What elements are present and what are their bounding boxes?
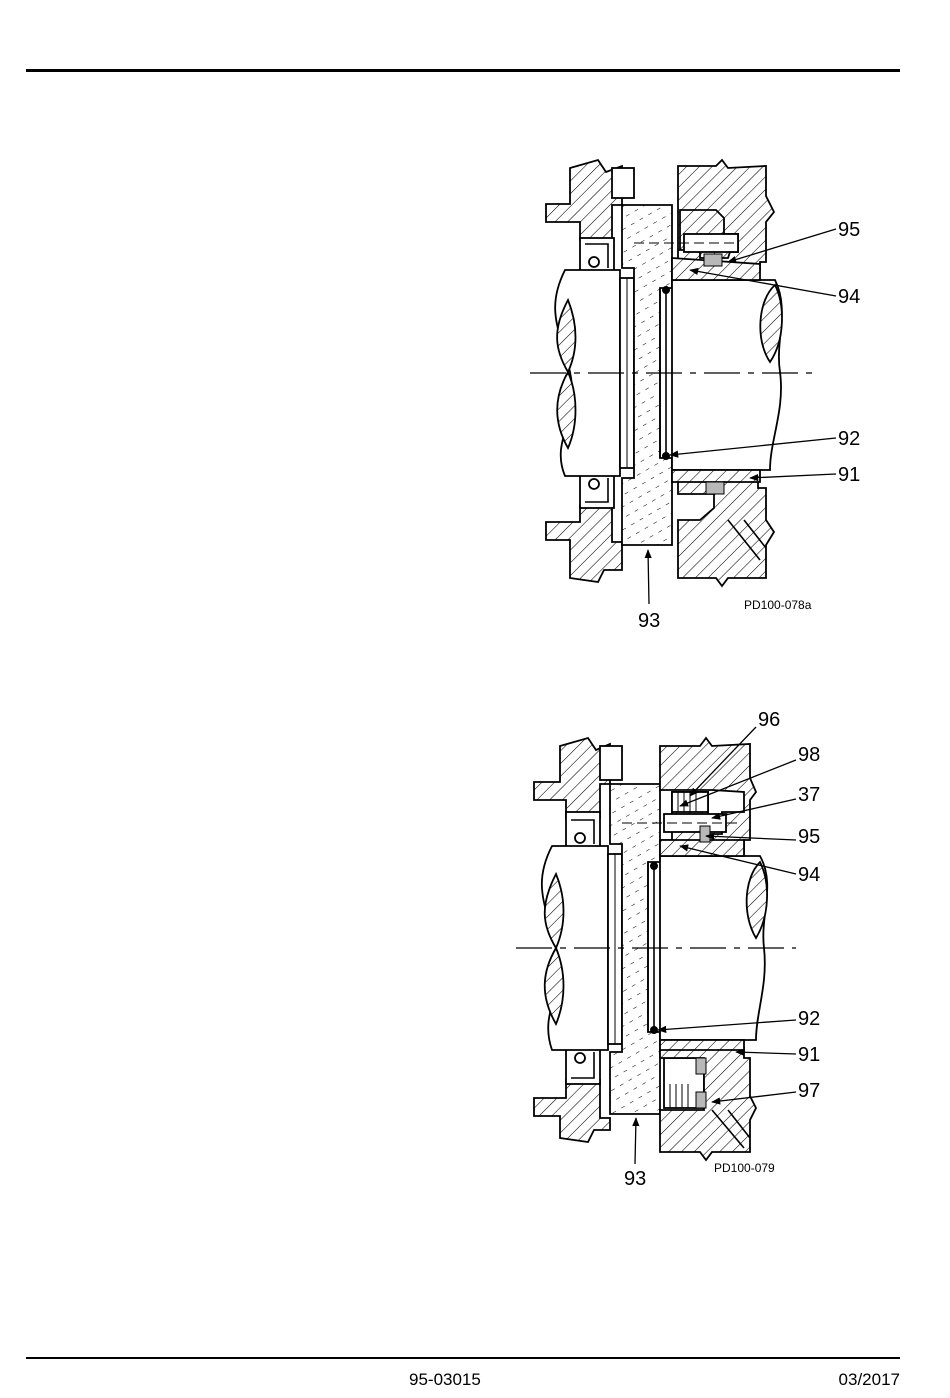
pin-bottom-1: [696, 1058, 706, 1074]
pin-95-bottom: [706, 482, 724, 494]
pin-95: [700, 826, 710, 842]
pin-bottom-2: [696, 1092, 706, 1108]
seal-assembly-diagram-1: 95 94 92 91 93 PD100-078a: [0, 150, 950, 650]
label-95: 95: [798, 826, 820, 848]
left-housing-bottom: [534, 1080, 610, 1142]
document-number: 95-03015: [409, 1370, 481, 1390]
figure-code: PD100-078a: [744, 598, 812, 612]
label-91: 91: [798, 1044, 820, 1066]
label-94: 94: [838, 286, 860, 308]
header-rule: [26, 69, 900, 72]
housing-nub-top: [600, 746, 622, 780]
left-housing-bottom: [546, 505, 622, 582]
label-94: 94: [798, 864, 820, 886]
right-housing-bottom: [678, 474, 774, 586]
wear-ring-bottom: [660, 1040, 744, 1050]
left-housing-top: [534, 738, 610, 818]
seal-assembly-diagram-2: 96 98 37 95 94 92 91 97 93 PD100-079: [0, 700, 950, 1200]
label-93: 93: [638, 610, 660, 632]
label-37: 37: [798, 784, 820, 806]
label-96: 96: [758, 709, 780, 731]
footer-date: 03/2017: [839, 1370, 900, 1390]
wear-ring-bottom: [672, 470, 760, 482]
label-91: 91: [838, 464, 860, 486]
label-97: 97: [798, 1080, 820, 1102]
label-92: 92: [838, 428, 860, 450]
label-98: 98: [798, 744, 820, 766]
left-housing-top: [546, 160, 622, 240]
label-95: 95: [838, 219, 860, 241]
figure-code: PD100-079: [714, 1161, 775, 1175]
label-93: 93: [624, 1168, 646, 1190]
label-92: 92: [798, 1008, 820, 1030]
pin-95: [704, 254, 722, 266]
right-housing-top: [678, 160, 774, 270]
footer-rule: [26, 1357, 900, 1359]
housing-nub-top: [612, 168, 634, 198]
